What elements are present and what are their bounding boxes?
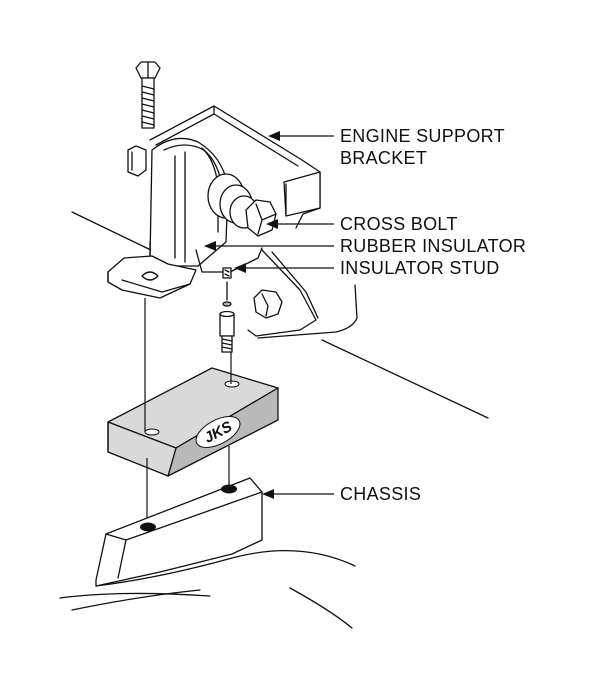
- cross-bolt: [245, 199, 277, 237]
- loose-stud: [219, 310, 235, 353]
- alignment-lines: [144, 298, 232, 522]
- top-bolt: [135, 61, 161, 129]
- rubber-insulator: [149, 137, 259, 267]
- insulator-stud: [222, 267, 232, 307]
- jks-spacer-block: JKS: [107, 367, 279, 477]
- chassis-rail: [59, 477, 356, 629]
- label-rubber-insulator: RUBBER INSULATOR: [340, 236, 526, 256]
- engine-outline: [71, 211, 489, 419]
- mount-base-plate: [107, 241, 263, 299]
- label-insulator-stud: INSULATOR STUD: [340, 258, 500, 278]
- bracket-arm: [247, 249, 319, 337]
- engine-support-bracket: [127, 105, 321, 229]
- label-engine-support-line2: BRACKET: [340, 148, 427, 168]
- label-leaders: [204, 131, 334, 499]
- label-engine-support-line1: ENGINE SUPPORT: [340, 126, 505, 146]
- label-chassis: CHASSIS: [340, 484, 421, 504]
- callout-labels: ENGINE SUPPORT BRACKET CROSS BOLT RUBBER…: [340, 126, 526, 504]
- label-cross-bolt: CROSS BOLT: [340, 214, 458, 234]
